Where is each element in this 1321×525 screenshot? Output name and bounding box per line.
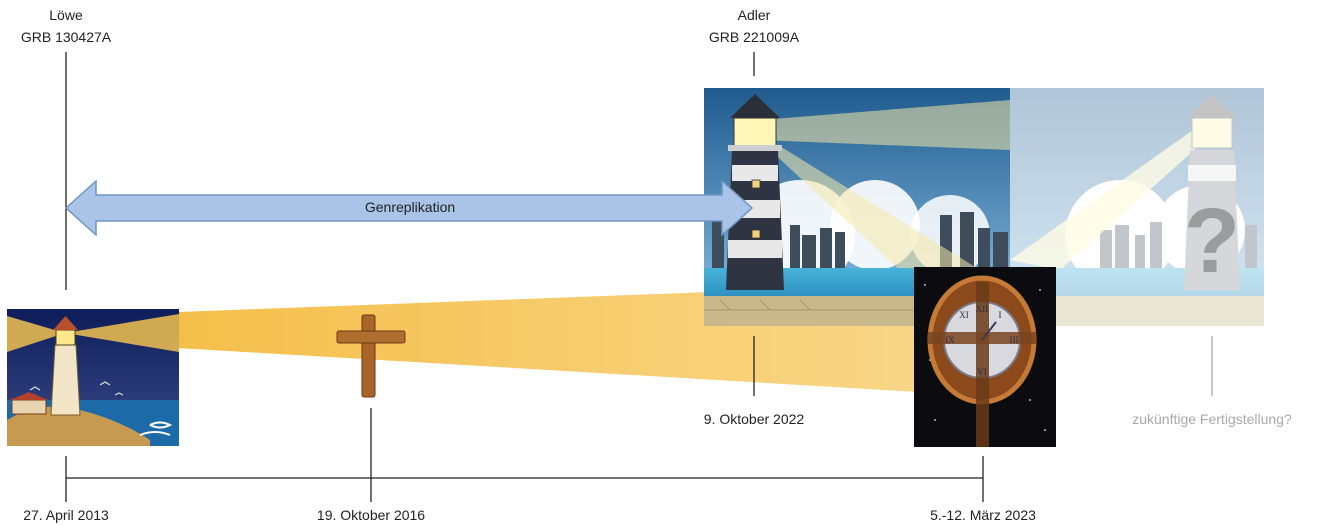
loewe-date-label: 27. April 2013 bbox=[23, 507, 109, 523]
cross-icon bbox=[336, 314, 406, 398]
adler-grb-label: GRB 221009A bbox=[708, 29, 800, 45]
loewe-name-label: Löwe bbox=[49, 7, 83, 23]
loewe-grb-label: GRB 130427A bbox=[20, 29, 112, 45]
adler-name-label: Adler bbox=[737, 7, 771, 23]
genreplikation-arrow bbox=[64, 179, 754, 237]
svg-text:XI: XI bbox=[959, 310, 969, 320]
svg-text:III: III bbox=[1010, 335, 1019, 345]
kreuz-date-label: 19. Oktober 2016 bbox=[316, 507, 426, 523]
svg-text:I: I bbox=[999, 310, 1002, 320]
svg-text:IX: IX bbox=[945, 335, 955, 345]
svg-text:VI: VI bbox=[977, 367, 987, 377]
lighthouse-night-image bbox=[7, 309, 179, 446]
svg-text:XII: XII bbox=[976, 304, 989, 314]
zukunft-label: zukünftige Fertigstellung? bbox=[1132, 411, 1292, 427]
future-question-mark: ? bbox=[1184, 190, 1240, 292]
adler-date-label: 9. Oktober 2022 bbox=[703, 411, 805, 427]
lighthouse-faded-image bbox=[1010, 88, 1264, 326]
uhr-date-label: 5.-12. März 2023 bbox=[930, 507, 1036, 523]
arrow-label: Genreplikation bbox=[364, 199, 456, 215]
